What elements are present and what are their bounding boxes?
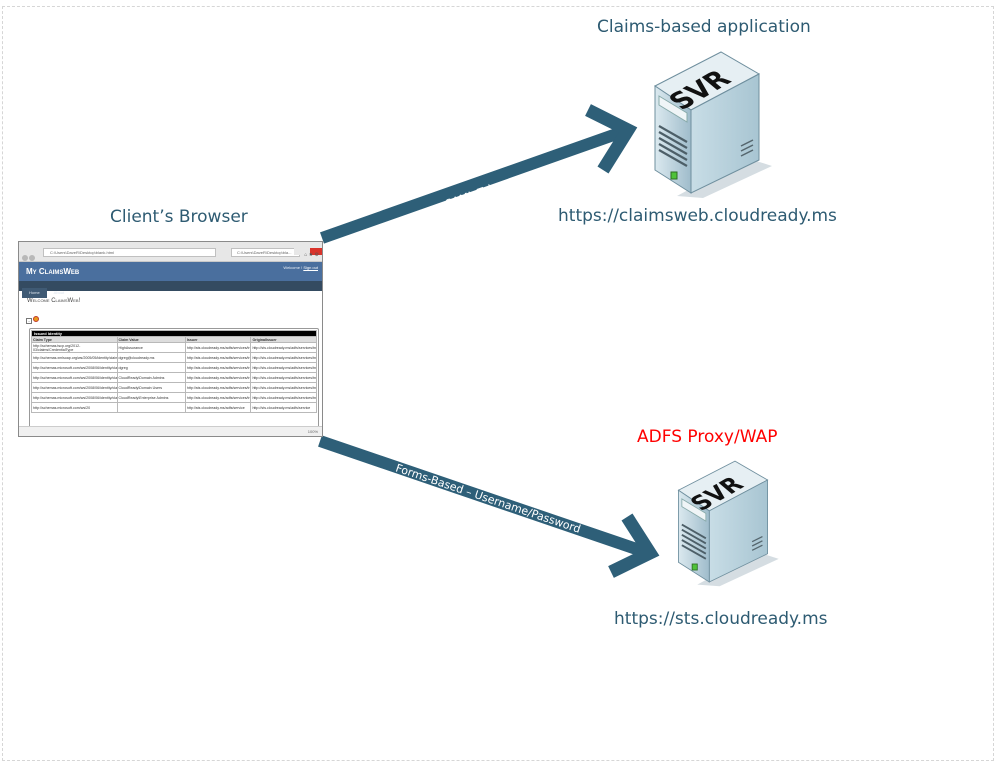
server-icon: SVR	[654, 51, 772, 198]
table-row: http://schemas.microsoft.com/ws/2008/06/…	[31, 382, 317, 393]
zoom-level: 100%	[307, 429, 318, 434]
nav-home: Home	[22, 288, 47, 298]
proxy-url: https://sts.cloudready.ms	[614, 609, 828, 629]
table-cell: http://sts.cloudready.ms/adfs/services/t…	[250, 392, 317, 403]
proxy-title: ADFS Proxy/WAP	[637, 427, 778, 447]
table-cell: http://sts.cloudready.ms/adfs/services/t…	[184, 382, 252, 393]
table-cell: http://sts.cloudready.ms/adfs/services/t…	[184, 342, 252, 353]
arrowhead	[585, 104, 638, 174]
expand-icon: -	[26, 318, 32, 324]
table-row: http://schemas.microsoft.com/ws/2008/06/…	[31, 392, 317, 403]
arrow-shaft	[320, 125, 627, 244]
identity-icon	[33, 316, 39, 322]
browser-chrome: C:\Users\DaveR\Desktop\blank.html C:\Use…	[19, 242, 322, 262]
table-cell: http://sts.cloudready.ms/adfs/services/t…	[250, 352, 317, 363]
sign-out-link: Sign out	[303, 265, 318, 270]
toggle-icons: -	[26, 316, 322, 324]
table-cell: http://schemas.microsoft.com/ws/2008/06/…	[31, 372, 118, 383]
table-cell: http://sts.cloudready.ms/adfs/services/t…	[250, 372, 317, 383]
site-nav: Home About	[19, 281, 322, 298]
table-cell: http://sts.cloudready.ms/adfs/services/t…	[250, 382, 317, 393]
edge-label-forms: Forms-Based – Username/Password	[394, 462, 582, 536]
app-url: https://claimsweb.cloudready.ms	[558, 206, 837, 226]
table-cell: http://schemas.microsoft.com/ws/2008/06/…	[31, 392, 118, 403]
site-title: My ClaimsWeb	[26, 267, 80, 276]
table-cell: http://sts.cloudready.ms/adfs/services/t…	[184, 392, 252, 403]
arrow-shaft	[318, 435, 650, 559]
table-cell: http://schemas.tscp.org/2012-03/claims/C…	[31, 342, 118, 353]
table-cell: http://schemas.xmlsoap.org/ws/2005/05/id…	[31, 352, 118, 363]
table-cell: http://schemas.microsoft.com/ws/20	[31, 402, 118, 413]
table-row: http://schemas.microsoft.com/ws/2008/06/…	[31, 372, 317, 383]
browser-title: Client’s Browser	[110, 207, 248, 227]
status-bar: 100%	[19, 426, 322, 436]
table-cell: CloudReady\Domain Admins	[116, 372, 186, 383]
arrowhead	[608, 513, 660, 578]
table-cell: http://sts.cloudready.ms/adfs/services/t…	[250, 362, 317, 373]
table-cell: dgreg	[116, 362, 186, 373]
nav-about: About	[53, 290, 65, 295]
arrow-forms-based: Forms-Based – Username/Password	[318, 435, 660, 578]
table-cell: http://sts.cloudready.ms/adfs/services/t…	[250, 342, 317, 353]
site-header: My ClaimsWeb Welcome ! Sign out	[19, 262, 322, 281]
table-cell: http://sts.cloudready.ms/adfs/services/t…	[184, 372, 252, 383]
back-forward-icons	[22, 248, 36, 261]
welcome-heading: Welcome ClaimsWeb!	[27, 298, 81, 304]
table-cell: http://sts.cloudready.ms/adfs/service	[184, 402, 252, 413]
server-icon: SVR	[677, 460, 779, 587]
diagram-border	[2, 6, 994, 761]
table-cell: HighAssurance	[116, 342, 186, 353]
table-cell: http://schemas.microsoft.com/ws/2008/06/…	[31, 362, 118, 373]
table-cell: dgreg@cloudready.ms	[116, 352, 186, 363]
table-cell: http://schemas.microsoft.com/ws/2008/06/…	[31, 382, 118, 393]
table-row: http://schemas.microsoft.com/ws/20 http:/…	[31, 402, 317, 413]
browser-tab: C:\Users\DaveR\Desktop\bla...	[231, 248, 300, 257]
table-cell: http://sts.cloudready.ms/adfs/services/t…	[184, 352, 252, 363]
browser-screenshot: C:\Users\DaveR\Desktop\blank.html C:\Use…	[18, 241, 323, 437]
table-cell: http://sts.cloudready.ms/adfs/services/t…	[184, 362, 252, 373]
table-cell: CloudReady\Domain Users	[116, 382, 186, 393]
welcome-text: Welcome ! Sign out	[283, 265, 318, 270]
window-controls	[294, 242, 322, 255]
table-row: http://schemas.tscp.org/2012-03/claims/C…	[31, 342, 317, 353]
table-cell: CloudReady\Enterprise Admins	[116, 392, 186, 403]
table-cell	[116, 402, 186, 413]
address-bar: C:\Users\DaveR\Desktop\blank.html	[43, 248, 216, 257]
table-row: http://schemas.microsoft.com/ws/2008/06/…	[31, 362, 317, 373]
home-star-gear-icons: ⌂ ★ ⚙	[304, 252, 319, 258]
table-row: http://schemas.xmlsoap.org/ws/2005/05/id…	[31, 352, 317, 363]
app-title: Claims-based application	[597, 17, 811, 37]
table-cell: http://sts.cloudready.ms/adfs/service	[250, 402, 317, 413]
close-icon	[310, 248, 322, 255]
